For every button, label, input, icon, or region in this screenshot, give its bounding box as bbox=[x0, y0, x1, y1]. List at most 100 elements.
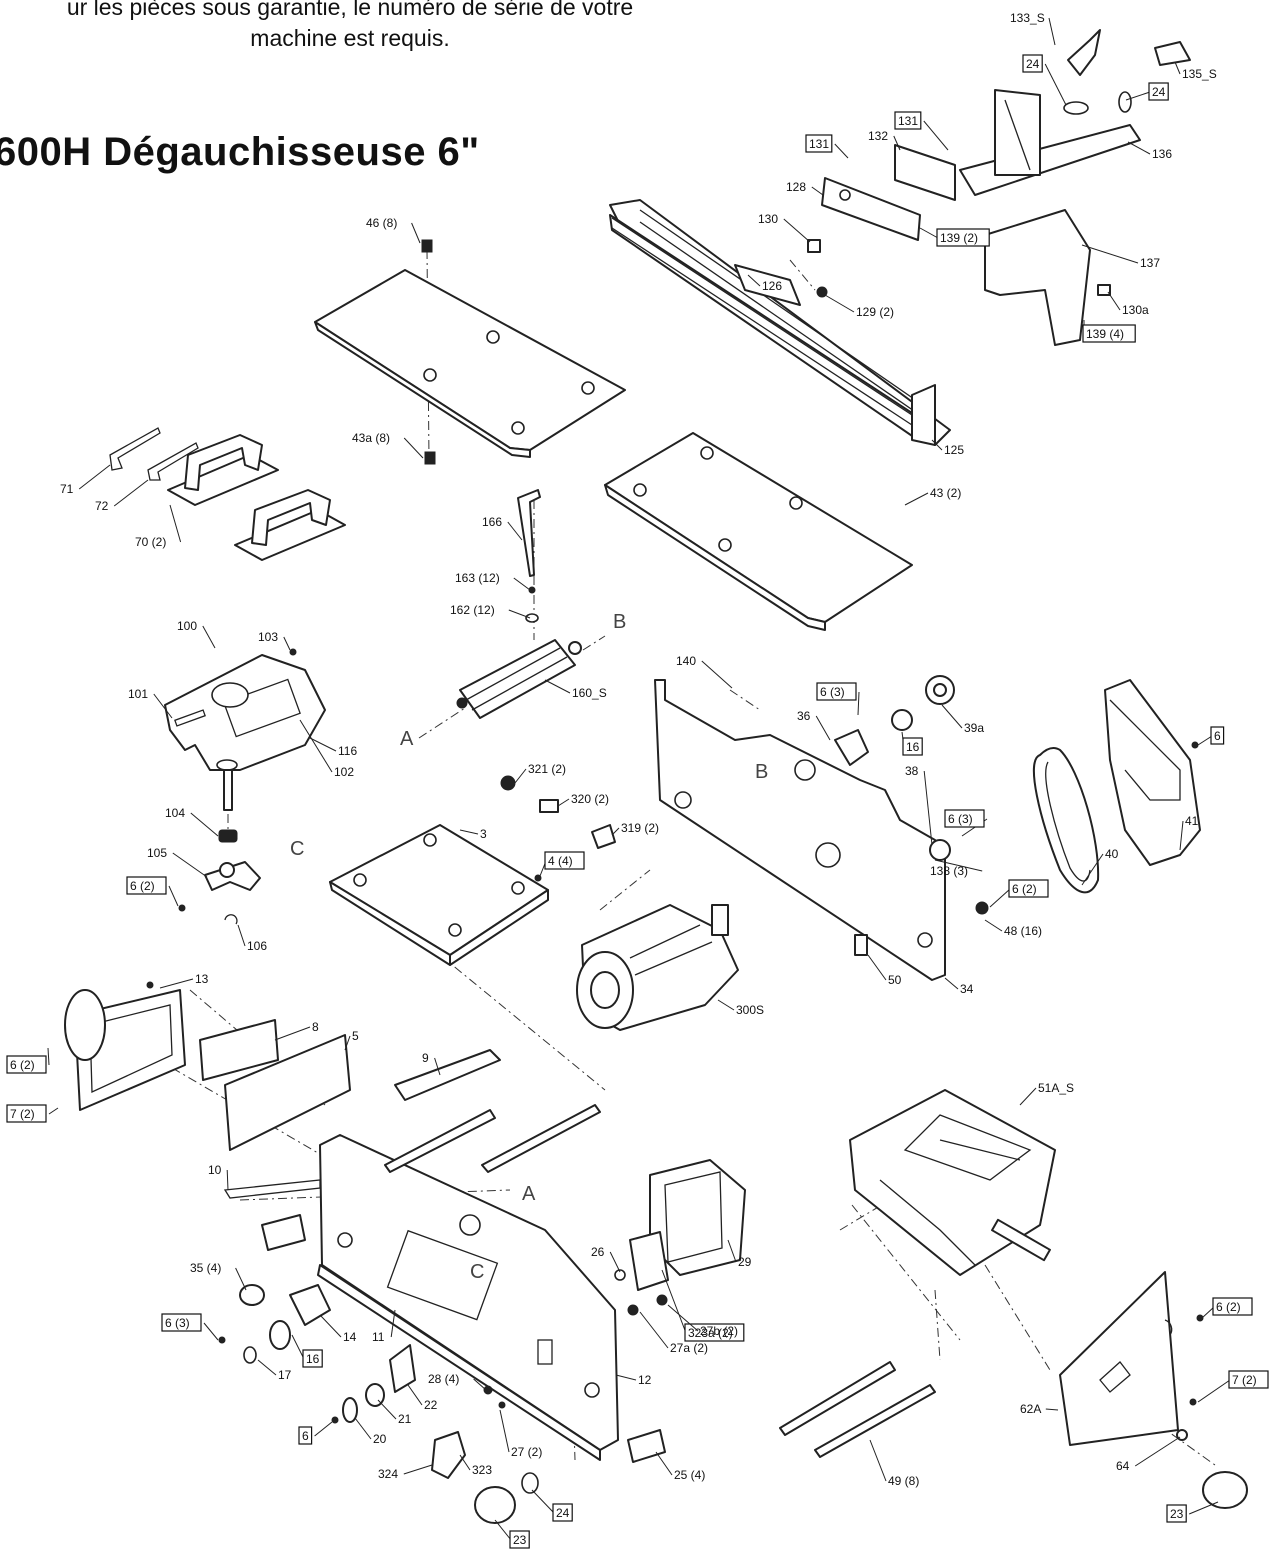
leader-line bbox=[934, 859, 983, 872]
leader-line bbox=[611, 827, 620, 836]
callout-label: 130a bbox=[1122, 303, 1149, 317]
callout-label: 323 bbox=[472, 1463, 492, 1477]
callout-label: 136 bbox=[1152, 147, 1172, 161]
callout-label: 24 bbox=[1026, 57, 1040, 71]
leader-line bbox=[459, 1454, 471, 1471]
callout-box bbox=[6, 1104, 47, 1123]
callout-label: 24 bbox=[556, 1506, 570, 1520]
knob-23b bbox=[1202, 1471, 1248, 1509]
knob-23a bbox=[474, 1486, 516, 1524]
leader-line bbox=[747, 274, 761, 287]
gasket-323a bbox=[629, 1231, 669, 1291]
callout-label: 128 bbox=[786, 180, 806, 194]
leader-line bbox=[237, 924, 246, 947]
callout-label: 27b (2) bbox=[700, 1324, 738, 1338]
callout-label: 6 (2) bbox=[10, 1058, 35, 1072]
callout-label: 9 bbox=[422, 1051, 429, 1065]
leader-line bbox=[1019, 1087, 1037, 1106]
callout-box bbox=[6, 1055, 47, 1074]
leader-line bbox=[314, 1421, 333, 1437]
bracket-128 bbox=[821, 177, 921, 241]
callout-label: 34 bbox=[960, 982, 974, 996]
warranty-notice: ur les pièces sous garantie, le numéro d… bbox=[0, 0, 710, 54]
cutterhead-guard bbox=[164, 648, 326, 925]
leader-line bbox=[1044, 63, 1067, 106]
callout-label: 43 (2) bbox=[930, 486, 961, 500]
callout-box bbox=[1228, 1370, 1269, 1389]
leader-line bbox=[48, 1107, 59, 1115]
handle-135 bbox=[1154, 41, 1191, 66]
callout-label: 35 (4) bbox=[190, 1261, 221, 1275]
callout-label: 50 bbox=[888, 973, 902, 987]
switch-323 bbox=[431, 1431, 466, 1479]
leader-line bbox=[168, 885, 179, 907]
callout-label: 27a (2) bbox=[670, 1341, 708, 1355]
callout-label: 64 bbox=[1116, 1459, 1130, 1473]
ref-letter: B bbox=[755, 761, 768, 783]
motor-plate bbox=[329, 824, 549, 966]
callout-label: 163 (12) bbox=[455, 571, 500, 585]
leader-line bbox=[459, 829, 479, 835]
callout-label: 162 (12) bbox=[450, 603, 495, 617]
callout-label: 38 bbox=[905, 764, 919, 778]
leader-line bbox=[473, 1378, 487, 1391]
pulley-21 bbox=[365, 1383, 385, 1407]
callout-label: 11 bbox=[372, 1330, 385, 1344]
leader-line bbox=[531, 1489, 555, 1514]
bracket-105 bbox=[204, 861, 261, 891]
bracket-132 bbox=[894, 144, 956, 201]
callout-box bbox=[544, 851, 585, 870]
leader-line bbox=[984, 919, 1003, 932]
callout-label: 130 bbox=[758, 212, 778, 226]
callout-label: 8 bbox=[312, 1020, 319, 1034]
leader-line bbox=[1125, 91, 1151, 101]
label-8 bbox=[199, 1019, 279, 1081]
guard-101 bbox=[164, 654, 326, 771]
leader-line bbox=[1134, 1436, 1181, 1467]
label-102 bbox=[223, 678, 301, 738]
callout-label: 20 bbox=[373, 1432, 387, 1446]
callout-box bbox=[944, 809, 985, 828]
notice-line-2: machine est requis. bbox=[250, 25, 450, 51]
rod-49a bbox=[779, 1361, 896, 1436]
leader-line bbox=[344, 1035, 351, 1051]
plug-35 bbox=[239, 1284, 265, 1306]
leader-line bbox=[824, 294, 855, 313]
leader-line bbox=[717, 999, 735, 1011]
leader-line bbox=[377, 1399, 397, 1420]
leader-line bbox=[1189, 1501, 1219, 1515]
leader-line bbox=[434, 1057, 441, 1076]
callout-label: 6 (2) bbox=[130, 879, 155, 893]
callout-label: 140 bbox=[676, 654, 696, 668]
callout-label: 137 bbox=[1140, 256, 1160, 270]
leader-line bbox=[513, 577, 531, 591]
callout-box bbox=[161, 1313, 202, 1332]
shaft bbox=[481, 1104, 601, 1173]
callout-label: 102 bbox=[334, 765, 354, 779]
callout-label: 320 (2) bbox=[571, 792, 609, 806]
leader-line bbox=[1197, 735, 1213, 746]
fence-assembly bbox=[609, 29, 1191, 446]
leader-line bbox=[203, 1322, 219, 1341]
leader-line bbox=[655, 1451, 673, 1476]
callout-label: 12 bbox=[638, 1373, 652, 1387]
callout-label: 72 bbox=[95, 499, 109, 513]
callout-label: 48 (16) bbox=[1004, 924, 1042, 938]
callout-label: 100 bbox=[177, 619, 197, 633]
leader-line bbox=[78, 464, 111, 490]
switch-319 bbox=[591, 824, 616, 849]
plate-22 bbox=[389, 1344, 416, 1393]
callout-label: 116 bbox=[338, 744, 357, 758]
leader-line bbox=[609, 1251, 621, 1273]
leader-line bbox=[923, 770, 933, 846]
leader-line bbox=[309, 737, 337, 752]
spring-104 bbox=[218, 829, 238, 843]
push-block-1 bbox=[167, 454, 279, 506]
notice-line-1: ur les pièces sous garantie, le numéro d… bbox=[66, 0, 634, 20]
callout-label: 129 (2) bbox=[856, 305, 894, 319]
ref-letter: B bbox=[613, 611, 626, 633]
leader-line bbox=[499, 1409, 510, 1453]
leader-line bbox=[904, 492, 929, 506]
leader-line bbox=[834, 143, 849, 159]
